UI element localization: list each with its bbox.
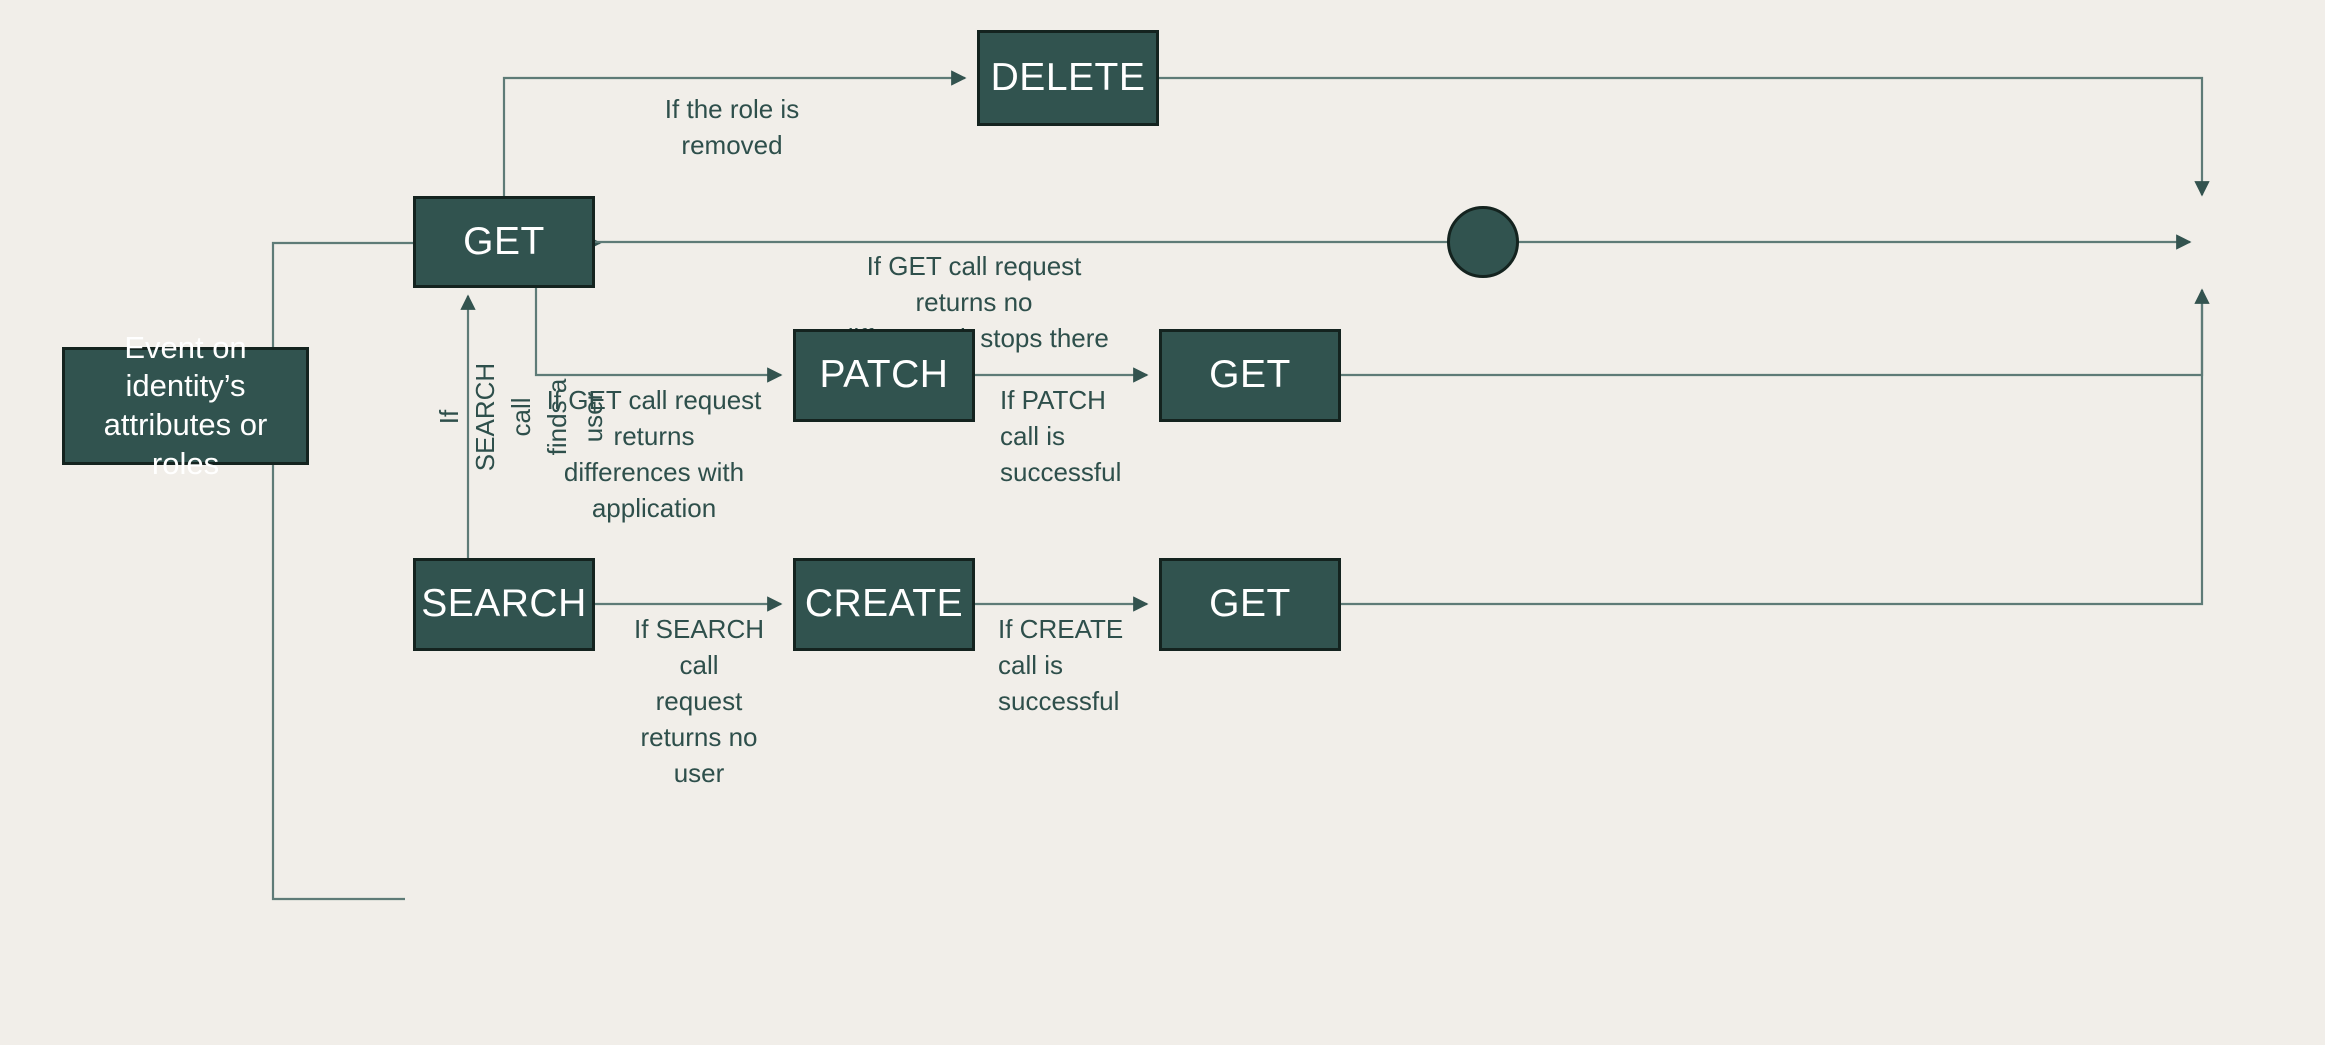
node-end-terminal[interactable] [1447,206,1519,278]
node-get-main[interactable]: GET [413,196,595,288]
node-get-after-create[interactable]: GET [1159,558,1341,651]
node-event-on-identity[interactable]: Event on identity’s attributes or roles [62,330,309,481]
edge-label-role-removed: If the role is removed [664,94,800,160]
edge-label-patch-successful: If PATCH call is successful [1000,385,1122,487]
node-create-label: CREATE [804,582,964,626]
edge-label-search-no-user: If SEARCH call request returns no user [633,614,765,788]
edge-label-search-finds-user: If SEARCH call finds a user [434,362,608,472]
node-get-after-patch-label: GET [1209,353,1291,397]
edge-label-get-differences: If GET call request returns differences … [546,385,762,523]
edge-label-create-successful: If CREATE call is successful [998,614,1124,716]
node-delete[interactable]: DELETE [977,30,1159,126]
edge-event-to-search [271,465,405,901]
node-get-after-patch[interactable]: GET [1159,329,1341,422]
node-get-main-label: GET [463,219,545,263]
node-create[interactable]: CREATE [793,558,975,651]
node-patch-label: PATCH [819,353,949,397]
edge-delete-to-end [1159,76,2210,197]
node-patch[interactable]: PATCH [793,329,975,422]
node-delete-label: DELETE [990,55,1146,99]
node-get-after-create-label: GET [1209,582,1291,626]
edge-getcreate-to-end [1341,288,2210,606]
edge-getpatch-to-end [1341,290,2204,377]
node-search-label: SEARCH [421,582,587,626]
node-search[interactable]: SEARCH [413,558,595,651]
node-event-label: Event on identity’s attributes or roles [103,329,268,481]
